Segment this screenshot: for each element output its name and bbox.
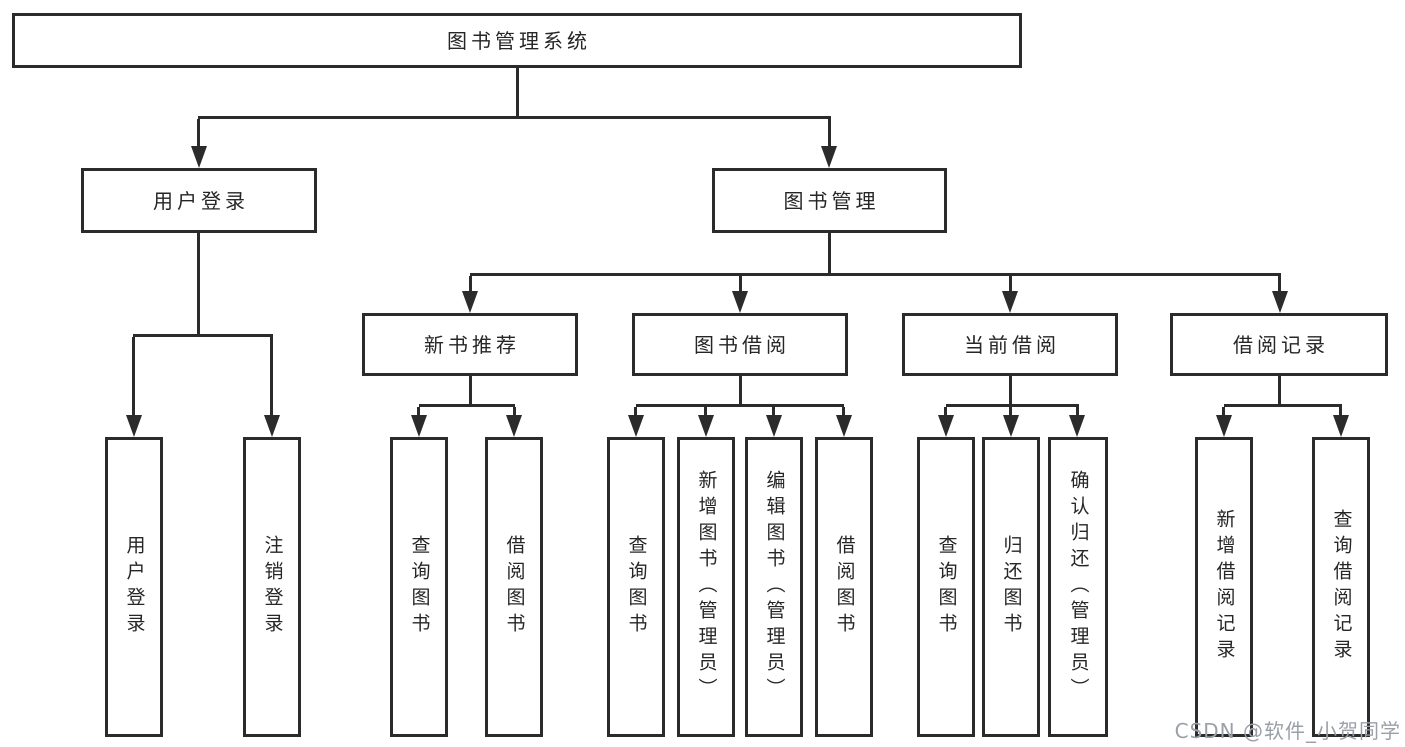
- arrow-down-icon: [264, 415, 280, 437]
- connector-drop-leaf: [1076, 407, 1079, 416]
- leaf-bb-query-book: 查询图书: [607, 437, 665, 737]
- node-book-management: 图书管理: [712, 168, 947, 233]
- connector-drop-book-management: [828, 119, 831, 147]
- leaf-cb-confirm-return-admin-label: 确认归还（管理员）: [1067, 470, 1090, 704]
- arrow-down-icon: [126, 415, 142, 437]
- arrow-down-icon: [1216, 415, 1232, 437]
- connector-drop-leaf: [1009, 407, 1012, 416]
- leaf-cb-query-book: 查询图书: [917, 437, 975, 737]
- leaf-bb-add-book-admin-label: 新增图书（管理员）: [695, 470, 718, 704]
- arrow-down-icon: [628, 415, 644, 437]
- leaf-br-query-record-label: 查询借阅记录: [1330, 509, 1353, 665]
- connector-hbar: [1224, 404, 1342, 407]
- arrow-down-icon: [191, 146, 207, 168]
- node-user-login-label: 用户登录: [153, 188, 249, 213]
- connector-drop-level3: [1278, 276, 1281, 292]
- leaf-cb-return-book: 归还图书: [982, 437, 1040, 737]
- leaf-user-login: 用户登录: [105, 437, 163, 737]
- arrow-down-icon: [821, 146, 837, 168]
- arrow-down-icon: [1003, 415, 1019, 437]
- arrow-down-icon: [1069, 415, 1085, 437]
- connector-user-login-stem: [197, 233, 200, 337]
- connector-hbar: [636, 404, 844, 407]
- connector-stem: [469, 376, 472, 407]
- connector-hbar: [946, 404, 1079, 407]
- arrow-down-icon: [698, 415, 714, 437]
- leaf-bb-add-book-admin: 新增图书（管理员）: [677, 437, 735, 737]
- connector-book-management-stem: [828, 233, 831, 276]
- arrow-down-icon: [1002, 291, 1018, 313]
- node-current-borrowing-label: 当前借阅: [964, 332, 1060, 357]
- node-user-login: 用户登录: [81, 168, 317, 233]
- connector-drop-leaf: [1222, 407, 1225, 416]
- connector-drop-leaf: [772, 407, 775, 416]
- leaf-user-login-label: 用户登录: [123, 535, 146, 639]
- leaf-br-add-record: 新增借阅记录: [1195, 437, 1253, 737]
- connector-hbar: [419, 404, 515, 407]
- leaf-cb-return-book-label: 归还图书: [1000, 535, 1023, 639]
- connector-user-login-hbar: [133, 334, 273, 337]
- connector-drop-leaf: [270, 337, 273, 416]
- connector-drop-leaf: [704, 407, 707, 416]
- connector-root-stem: [516, 68, 519, 119]
- connector-drop-level3: [739, 276, 742, 292]
- node-new-book-recommendation: 新书推荐: [362, 313, 578, 376]
- leaf-nbr-query-book: 查询图书: [390, 437, 448, 737]
- connector-drop-leaf: [417, 407, 420, 416]
- arrow-down-icon: [766, 415, 782, 437]
- watermark: CSDN @软件_小贺同学: [1174, 719, 1401, 743]
- leaf-nbr-query-book-label: 查询图书: [408, 535, 431, 639]
- connector-drop-leaf: [1339, 407, 1342, 416]
- leaf-br-add-record-label: 新增借阅记录: [1213, 509, 1236, 665]
- node-root-label: 图书管理系统: [447, 28, 591, 53]
- connector-drop-level3: [1009, 276, 1012, 292]
- node-borrowing-records-label: 借阅记录: [1233, 332, 1329, 357]
- connector-drop-user-login: [197, 119, 200, 147]
- arrow-down-icon: [1333, 415, 1349, 437]
- leaf-br-query-record: 查询借阅记录: [1312, 437, 1370, 737]
- arrow-down-icon: [462, 291, 478, 313]
- node-root: 图书管理系统: [12, 13, 1022, 68]
- connector-stem: [1278, 376, 1281, 407]
- leaf-bb-query-book-label: 查询图书: [625, 535, 648, 639]
- leaf-nbr-borrow-book: 借阅图书: [485, 437, 543, 737]
- arrow-down-icon: [506, 415, 522, 437]
- arrow-down-icon: [1272, 291, 1288, 313]
- connector-drop-level3: [469, 276, 472, 292]
- arrow-down-icon: [938, 415, 954, 437]
- connector-stem: [1009, 376, 1012, 407]
- connector-drop-leaf: [842, 407, 845, 416]
- arrow-down-icon: [836, 415, 852, 437]
- node-borrowing-records: 借阅记录: [1170, 313, 1388, 376]
- connector-drop-leaf: [132, 337, 135, 416]
- leaf-cb-confirm-return-admin: 确认归还（管理员）: [1048, 437, 1108, 737]
- leaf-logout: 注销登录: [243, 437, 301, 737]
- node-current-borrowing: 当前借阅: [902, 313, 1118, 376]
- connector-level2-hbar: [198, 116, 831, 119]
- arrow-down-icon: [411, 415, 427, 437]
- leaf-bb-edit-book-admin: 编辑图书（管理员）: [745, 437, 803, 737]
- connector-drop-leaf: [944, 407, 947, 416]
- leaf-nbr-borrow-book-label: 借阅图书: [503, 535, 526, 639]
- node-new-book-recommendation-label: 新书推荐: [424, 332, 520, 357]
- node-book-management-label: 图书管理: [783, 188, 880, 213]
- node-book-borrowing-label: 图书借阅: [694, 332, 790, 357]
- leaf-logout-label: 注销登录: [261, 535, 284, 639]
- connector-drop-leaf: [513, 407, 516, 416]
- arrow-down-icon: [732, 291, 748, 313]
- connector-stem: [739, 376, 742, 407]
- leaf-bb-borrow-book: 借阅图书: [815, 437, 873, 737]
- node-book-borrowing: 图书借阅: [632, 313, 848, 376]
- connector-drop-leaf: [634, 407, 637, 416]
- connector-level3-hbar: [470, 273, 1281, 276]
- leaf-cb-query-book-label: 查询图书: [935, 535, 958, 639]
- leaf-bb-edit-book-admin-label: 编辑图书（管理员）: [763, 470, 786, 704]
- leaf-bb-borrow-book-label: 借阅图书: [833, 535, 856, 639]
